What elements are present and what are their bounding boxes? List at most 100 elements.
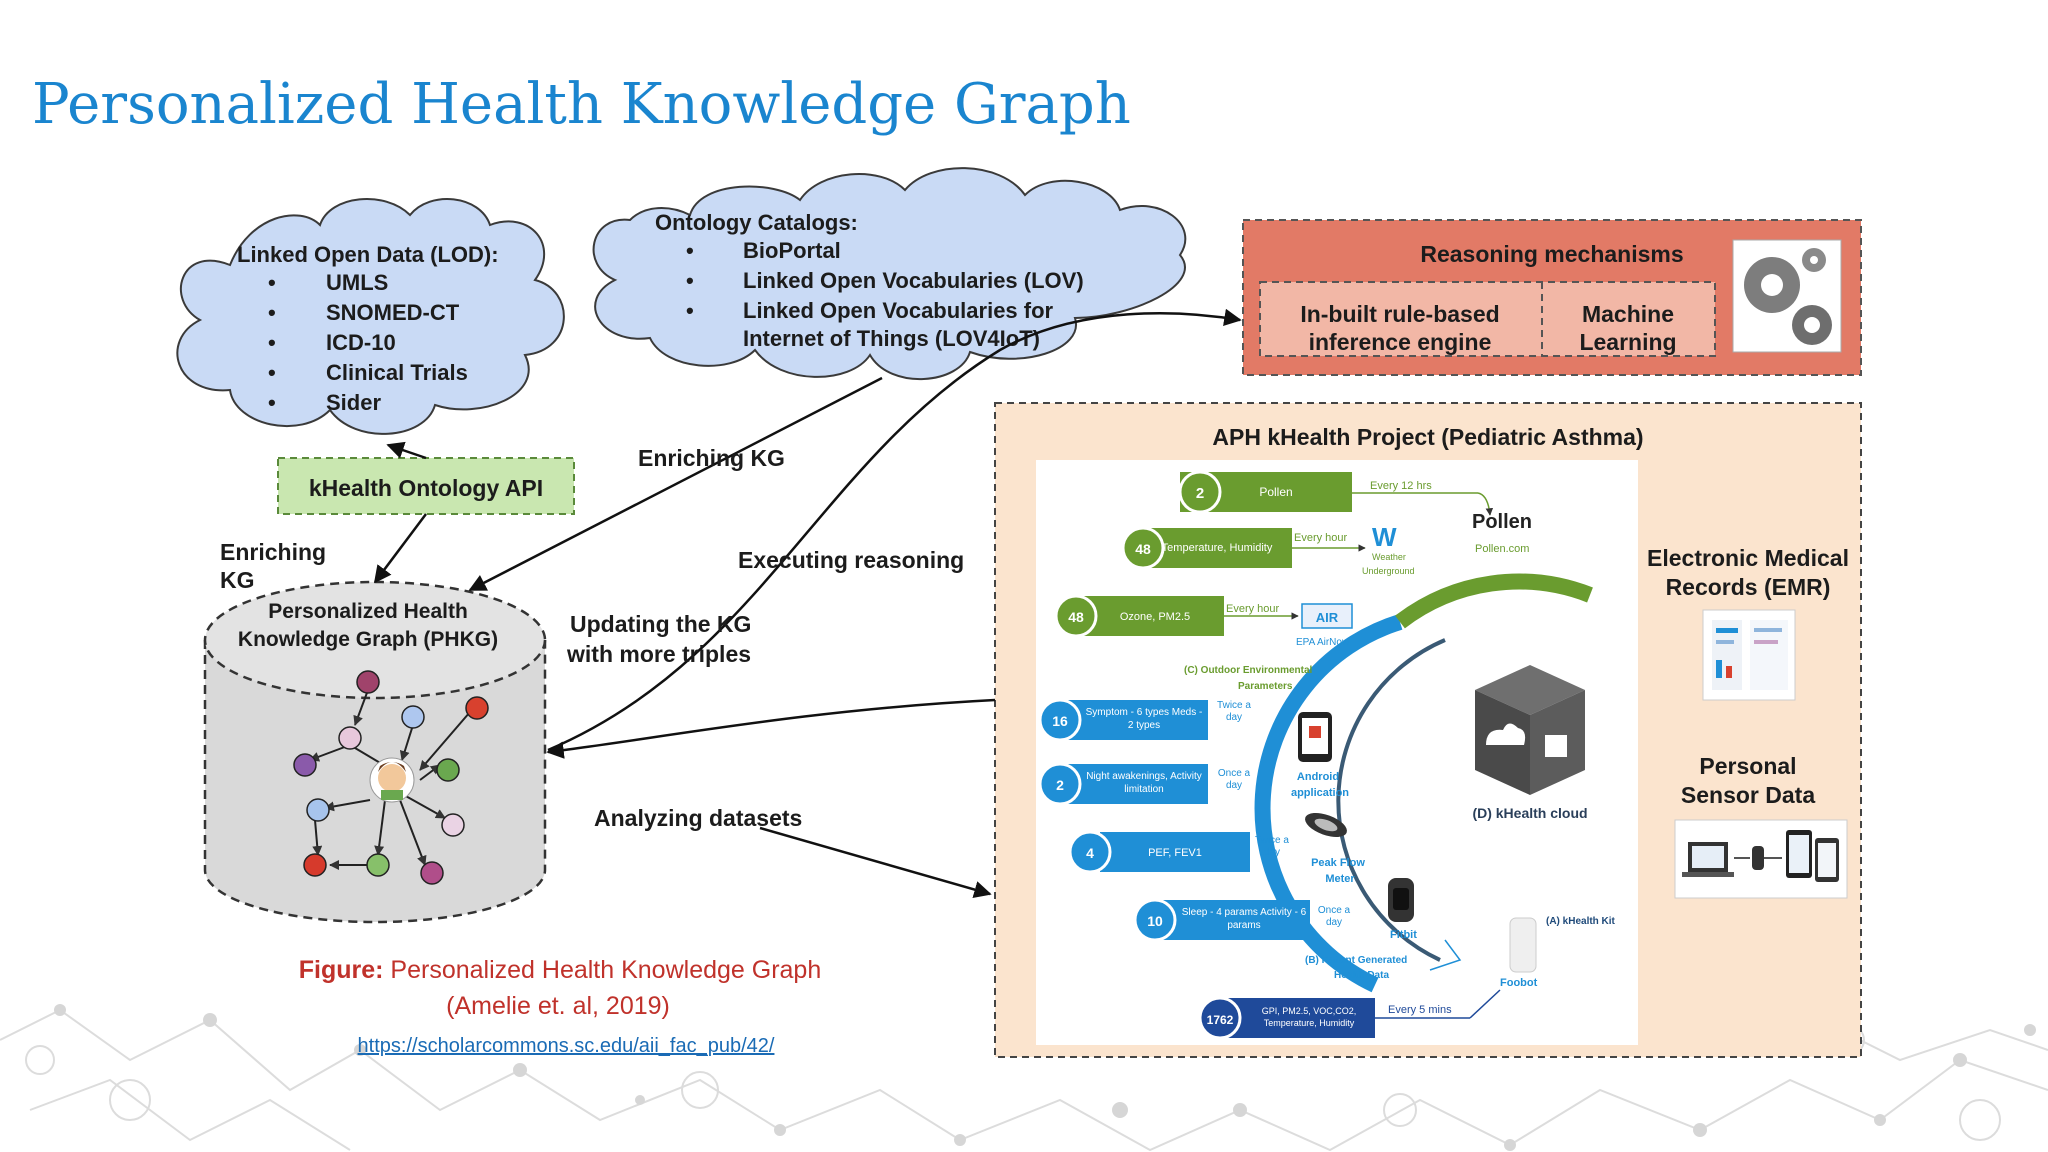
reasoning-title: Reasoning mechanisms <box>1420 241 1683 267</box>
arrow-executing-reasoning <box>547 308 1242 752</box>
row-count: 48 <box>1135 541 1151 557</box>
edge-label-enriching-left-2: KG <box>220 567 255 593</box>
edge-label-executing: Executing reasoning <box>738 547 964 573</box>
row-frequency: Twice a day <box>1217 700 1251 723</box>
phkg-label-line1: Personalized Health <box>268 600 468 623</box>
caption-text: Personalized Health Knowledge Graph <box>383 956 821 984</box>
aph-row-ozone: 48 Ozone, PM2.5 Every hour AIR EPA AirNo… <box>1054 594 1353 648</box>
phkg-graph-nodes <box>293 670 489 885</box>
catalog-item: Internet of Things (LOV4IoT) <box>743 326 1040 351</box>
svg-text:•: • <box>686 268 694 293</box>
aph-row-sleep: 10 Sleep - 4 params Activity - 6 params … <box>1133 898 1351 942</box>
row-label: Symptom - 6 types Meds - 2 types <box>1085 707 1203 731</box>
row-count: 2 <box>1056 777 1064 793</box>
kit-label: (A) kHealth Kit <box>1546 916 1616 927</box>
background-network-nodes <box>54 1004 2036 1151</box>
emr-label-line2: Records (EMR) <box>1666 574 1831 600</box>
source-pollen-url: Pollen.com <box>1475 543 1529 555</box>
source-weather-2: Underground <box>1362 566 1415 576</box>
weather-underground-logo: W <box>1372 522 1397 552</box>
android-label-2: application <box>1291 787 1349 799</box>
khealth-ontology-api-box: kHealth Ontology API <box>277 457 575 515</box>
row-count: 16 <box>1052 713 1068 729</box>
khealth-ring <box>1254 573 1593 993</box>
emr-records-icon <box>1702 609 1796 701</box>
row-frequency: Every hour <box>1226 603 1280 615</box>
caption-prefix: Figure: <box>299 956 384 984</box>
row-count: 1762 <box>1207 1013 1234 1027</box>
aph-row-pollen: 2 Pollen Every 12 hrs Pollen Pollen.com <box>1178 470 1532 555</box>
peak-flow-meter-icon <box>1305 812 1347 838</box>
outdoor-label-1: (C) Outdoor Environmental <box>1184 665 1313 676</box>
edge-label-analyzing: Analyzing datasets <box>594 805 802 831</box>
row-label: Night awakenings, Activity limitation <box>1086 771 1202 795</box>
page-title: Personalized Health Knowledge Graph <box>32 72 1131 137</box>
foobot-label: Foobot <box>1500 977 1538 989</box>
peak-label-1: Peak Flow <box>1311 857 1365 869</box>
aph-project-panel: APH kHealth Project (Pediatric Asthma) (… <box>994 402 1862 1058</box>
svg-text:•: • <box>268 300 276 325</box>
svg-text:•: • <box>686 298 694 323</box>
caption-source-link[interactable]: https://scholarcommons.sc.edu/aii_fac_pu… <box>358 1035 775 1057</box>
cloud-label: (D) kHealth cloud <box>1472 805 1587 821</box>
edge-label-updating-2: with more triples <box>566 641 751 667</box>
arrow-api-to-phkg <box>373 513 427 584</box>
row-frequency: Once a day <box>1317 905 1351 928</box>
gears-icon <box>1732 239 1842 353</box>
aph-row-temperature: 48 Temperature, Humidity Every hour W We… <box>1121 522 1415 576</box>
source-weather-1: Weather <box>1372 552 1406 562</box>
outdoor-label-2: Parameters <box>1238 681 1293 692</box>
row-label: GPI, PM2.5, VOC,CO2, Temperature, Humidi… <box>1261 1006 1357 1028</box>
aph-row-pef: 4 PEF, FEV1 Twice a day <box>1068 830 1289 874</box>
api-label: kHealth Ontology API <box>309 475 543 501</box>
row-count: 2 <box>1196 485 1204 502</box>
reasoning-mechanisms-panel: Reasoning mechanisms In-built rule-based… <box>1242 219 1862 376</box>
row-label: PEF, FEV1 <box>1148 847 1202 859</box>
android-phone-icon <box>1298 712 1332 762</box>
aph-row-foobot: 1762 GPI, PM2.5, VOC,CO2, Temperature, H… <box>1198 989 1501 1040</box>
arrow-updating-kg <box>546 698 996 759</box>
patient-label-1: (B) Patient Generated <box>1305 955 1407 966</box>
airnow-logo: AIR <box>1316 610 1339 625</box>
figure-caption: Figure: Personalized Health Knowledge Gr… <box>299 956 822 1020</box>
svg-text:•: • <box>686 238 694 263</box>
aph-title: APH kHealth Project (Pediatric Asthma) <box>1212 424 1643 450</box>
svg-text:•: • <box>268 330 276 355</box>
fitbit-icon <box>1388 878 1414 922</box>
reasoning-ml-line1: Machine <box>1582 301 1674 327</box>
caption-url[interactable]: https://scholarcommons.sc.edu/aii_fac_pu… <box>358 1035 775 1057</box>
catalogs-items: • BioPortal • Linked Open Vocabularies (… <box>686 238 1084 351</box>
reasoning-engine-line1: In-built rule-based <box>1300 301 1499 327</box>
lod-item: UMLS <box>326 270 388 295</box>
row-count: 10 <box>1147 913 1163 929</box>
aph-row-symptom: 16 Symptom - 6 types Meds - 2 types Twic… <box>1038 698 1251 742</box>
arrow-api-to-lod <box>386 441 427 460</box>
arrow-analyzing-datasets <box>759 826 992 899</box>
source-pollen: Pollen <box>1472 511 1532 533</box>
phkg-database-cylinder: Personalized Health Knowledge Graph (PHK… <box>203 580 547 924</box>
edge-label-enriching-mid: Enriching KG <box>638 445 785 471</box>
caption-citation: (Amelie et. al, 2019) <box>446 992 670 1020</box>
lod-item: Sider <box>326 390 381 415</box>
row-frequency: Once a day <box>1217 768 1251 791</box>
catalogs-heading: Ontology Catalogs: <box>655 210 858 235</box>
edge-label-enriching-left-1: Enriching <box>220 539 326 565</box>
android-label-1: Android <box>1297 771 1339 783</box>
emr-label-line1: Electronic Medical <box>1647 545 1849 571</box>
svg-text:Figure: Personalized Health Kn: Figure: Personalized Health Knowledge Gr… <box>299 956 822 984</box>
fitbit-label: Fitbit <box>1390 929 1417 941</box>
patient-avatar-icon <box>369 757 415 803</box>
lod-heading: Linked Open Data (LOD): <box>237 242 499 267</box>
row-label: Temperature, Humidity <box>1162 542 1273 554</box>
catalog-item: BioPortal <box>743 238 841 263</box>
svg-text:•: • <box>268 360 276 385</box>
edge-label-updating-1: Updating the KG <box>570 611 751 637</box>
row-count: 48 <box>1068 609 1084 625</box>
phkg-label-line2: Knowledge Graph (PHKG) <box>238 628 498 651</box>
aph-row-night: 2 Night awakenings, Activity limitation … <box>1038 762 1251 806</box>
flow-arrows <box>373 308 1242 899</box>
row-frequency: Every 5 mins <box>1388 1004 1452 1016</box>
lod-item: Clinical Trials <box>326 360 468 385</box>
khealth-cloud-cube-icon <box>1475 665 1585 795</box>
svg-text:•: • <box>268 270 276 295</box>
